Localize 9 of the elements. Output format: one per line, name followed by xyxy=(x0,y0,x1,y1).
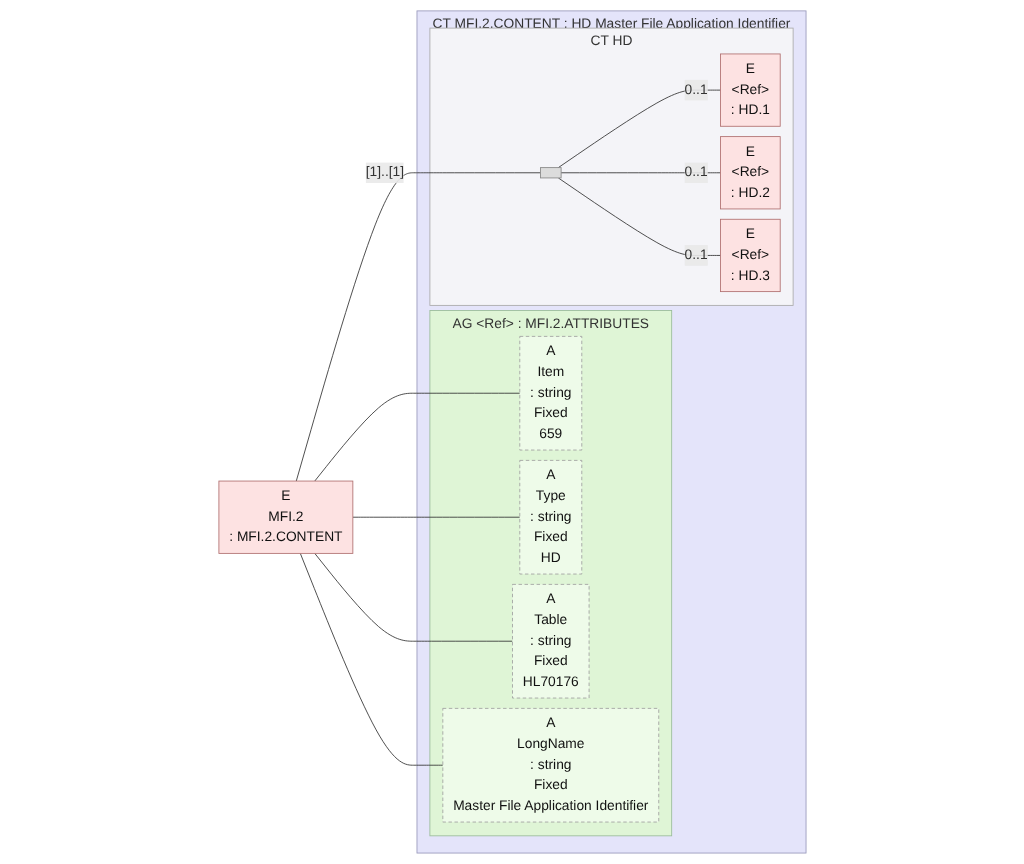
connector xyxy=(299,553,443,766)
connector xyxy=(351,516,520,518)
node-box xyxy=(539,167,562,179)
connector xyxy=(313,392,520,482)
connector xyxy=(557,177,721,256)
connector xyxy=(560,172,721,174)
connector xyxy=(557,89,721,169)
connector xyxy=(313,553,513,642)
connector xyxy=(295,172,541,482)
